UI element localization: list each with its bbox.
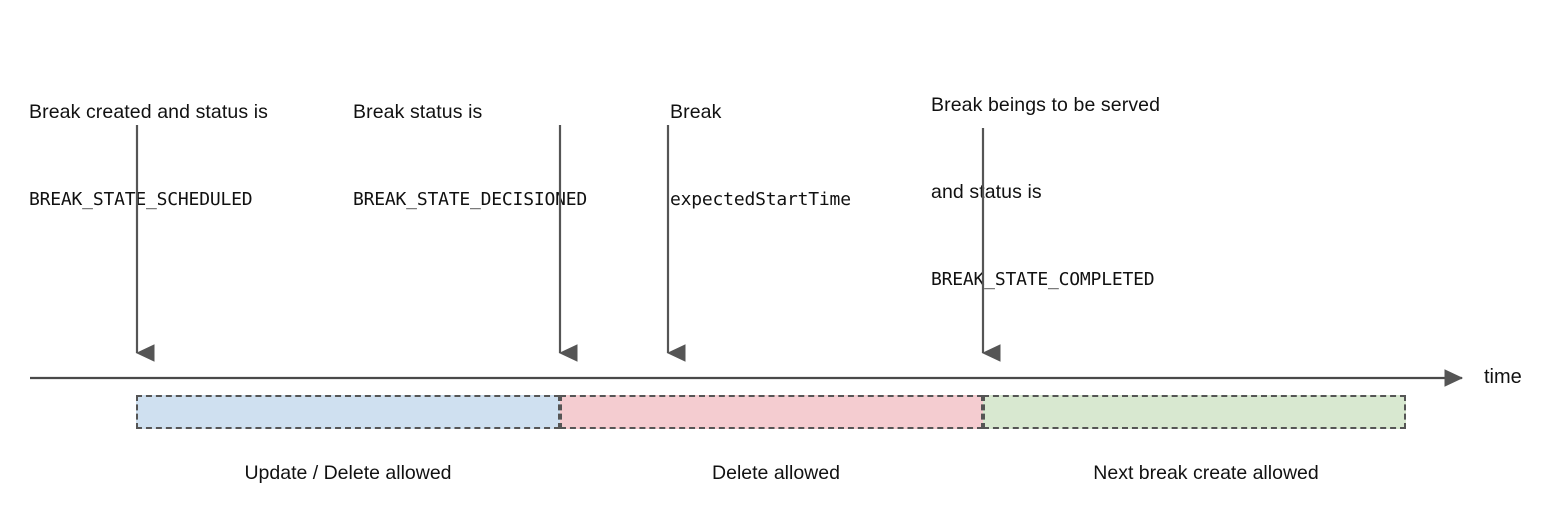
event-annotation-completed-state: BREAK_STATE_COMPLETED — [931, 269, 1155, 290]
event-annotation-completed-line1: Break beings to be served — [931, 94, 1161, 116]
event-annotation-expected-start-line1: Break — [670, 101, 722, 123]
event-annotation-decisioned-state: BREAK_STATE_DECISIONED — [353, 189, 588, 210]
phase-caption-delete: Delete allowed — [712, 462, 840, 484]
event-annotation-scheduled-line1: Break created and status is — [29, 101, 268, 123]
phase-caption-next-break-create: Next break create allowed — [1093, 462, 1319, 484]
event-annotation-decisioned: Break status is BREAK_STATE_DECISIONED — [353, 40, 653, 272]
event-annotation-expected-start-field: expectedStartTime — [670, 189, 851, 210]
phase-bar-completed — [983, 395, 1406, 429]
phase-caption-update-delete: Update / Delete allowed — [244, 462, 452, 484]
time-axis-label: time — [1484, 366, 1522, 388]
phase-bar-decisioned — [560, 395, 983, 429]
event-annotation-completed-line2: and status is — [931, 181, 1042, 203]
event-annotation-completed: Break beings to be served and status is … — [931, 33, 1231, 352]
phase-bar-scheduled — [136, 395, 560, 429]
event-annotation-decisioned-line1: Break status is — [353, 101, 483, 123]
event-annotation-scheduled: Break created and status is BREAK_STATE_… — [29, 40, 349, 272]
event-annotation-expected-start: Break expectedStartTime — [670, 40, 920, 272]
event-annotation-scheduled-state: BREAK_STATE_SCHEDULED — [29, 189, 253, 210]
